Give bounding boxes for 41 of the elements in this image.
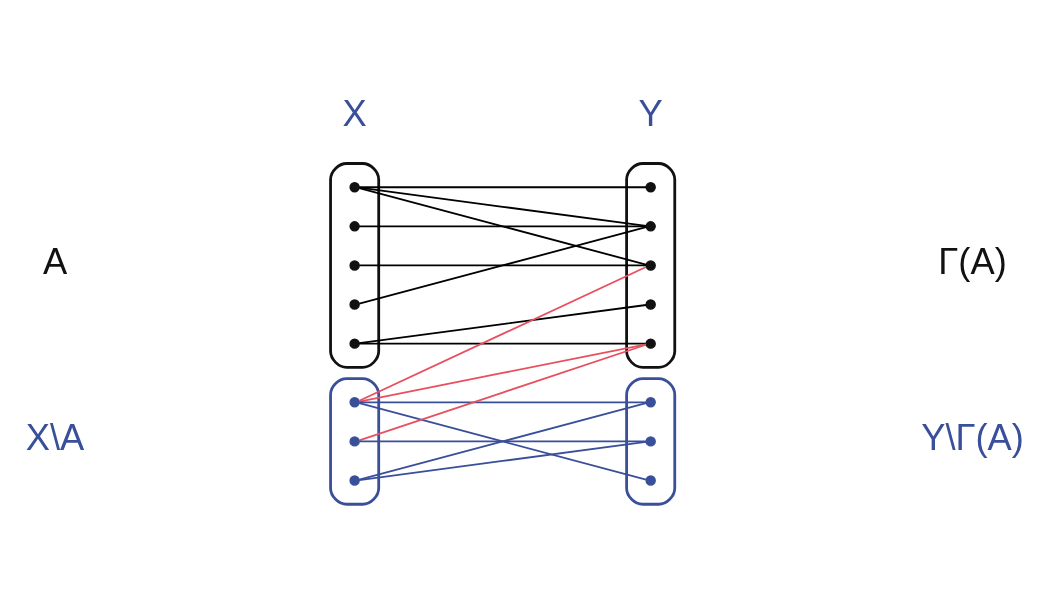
node-dot (645, 397, 656, 408)
node-dot (645, 182, 656, 193)
node-dot (645, 221, 656, 232)
node-dot (349, 221, 360, 232)
label: A (42, 241, 68, 283)
label: Y (638, 93, 663, 135)
node-dot (645, 299, 656, 310)
label: Y\Γ(A) (921, 417, 1024, 459)
connector (358, 343, 647, 442)
node-dot (645, 260, 656, 271)
connector (358, 440, 647, 443)
connector (358, 186, 647, 189)
connector (358, 343, 647, 403)
cluster (625, 162, 677, 369)
connector (358, 226, 647, 305)
node-dot (349, 397, 360, 408)
node-dot (349, 182, 360, 193)
connector (358, 304, 647, 345)
label: Γ(A) (938, 241, 1007, 283)
node-dot (645, 475, 656, 486)
connector (358, 225, 647, 228)
connector (358, 402, 647, 481)
connector (358, 187, 647, 266)
connector (358, 401, 647, 404)
node-dot (349, 260, 360, 271)
node-dot (645, 436, 656, 447)
cluster (329, 162, 381, 369)
connector (358, 440, 647, 481)
connector (358, 264, 647, 267)
label: X\A (25, 417, 85, 459)
node-dot (349, 475, 360, 486)
connector (358, 266, 647, 402)
cluster (329, 377, 381, 506)
connector (358, 186, 647, 227)
cluster (625, 377, 677, 506)
node-dot (645, 338, 656, 349)
label: X (342, 93, 367, 135)
node-dot (349, 299, 360, 310)
node-dot (349, 338, 360, 349)
node-dot (349, 436, 360, 447)
connector (358, 342, 647, 345)
